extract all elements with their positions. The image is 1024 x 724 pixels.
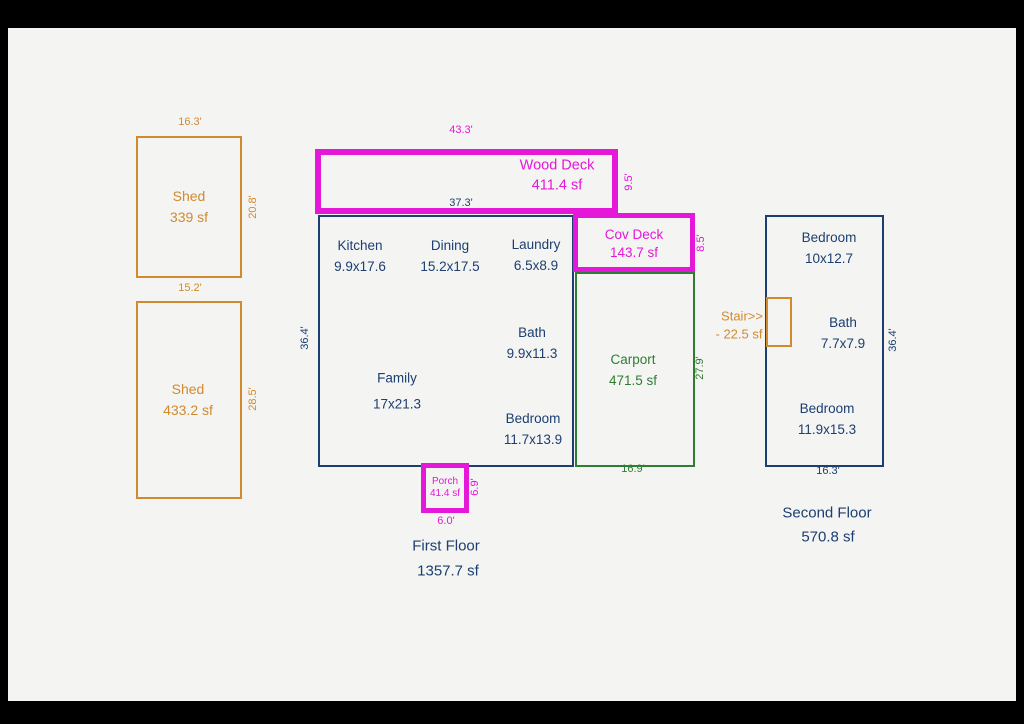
shed-1-side-dim: 20.8' — [247, 195, 259, 219]
room-bedroom-1f: Bedroom 11.7x13.9 — [504, 409, 562, 451]
room-bath-1f: Bath 9.9x11.3 — [507, 323, 558, 365]
porch-side-dim: 6.9' — [469, 478, 481, 496]
wood-deck-name: Wood Deck — [519, 157, 595, 174]
first-floor-title: First Floor — [412, 537, 480, 555]
cov-deck-area: 143.7 sf — [609, 245, 659, 260]
shed-2-area: 433.2 sf — [163, 402, 213, 418]
shed-1-area: 339 sf — [169, 209, 209, 225]
first-floor-area: 1357.7 sf — [417, 562, 479, 580]
room-family: Family 17x21.3 — [373, 365, 421, 416]
porch-bottom-dim: 6.0' — [437, 515, 455, 527]
shed-1-top-dim: 16.3' — [178, 116, 202, 128]
shed-2-outline — [136, 301, 242, 499]
cov-deck-side-dim: 8.5' — [695, 234, 707, 252]
plan-canvas — [8, 28, 1016, 701]
room-family-name: Family — [377, 370, 417, 386]
room-dining-name: Dining — [430, 238, 470, 254]
shed-1-label: Shed 339 sf — [170, 186, 208, 228]
porch-name: Porch — [431, 476, 459, 487]
cov-deck-outline — [573, 213, 695, 272]
room-bath-2f-name: Bath — [829, 315, 857, 331]
room-laundry-name: Laundry — [511, 237, 561, 253]
stair-outline — [766, 297, 792, 347]
carport-name: Carport — [610, 352, 656, 368]
second-floor-title: Second Floor — [782, 504, 872, 522]
first-floor-top-dim: 37.3' — [449, 197, 473, 209]
carport-label: Carport 471.5 sf — [609, 350, 657, 392]
room-bedroom-2f-1: Bedroom 10x12.7 — [802, 228, 857, 270]
stair-area: - 22.5 sf — [715, 326, 763, 342]
room-kitchen: Kitchen 9.9x17.6 — [334, 236, 386, 278]
room-laundry: Laundry 6.5x8.9 — [512, 235, 561, 277]
wood-deck-area: 411.4 sf — [531, 177, 583, 193]
shed-2-name: Shed — [171, 381, 205, 397]
second-floor-bottom-dim: 16.3' — [816, 465, 840, 477]
cov-deck-name: Cov Deck — [604, 226, 664, 242]
second-floor-area: 570.8 sf — [801, 528, 855, 546]
shed-2-top-dim: 15.2' — [178, 282, 202, 294]
room-bath-1f-name: Bath — [518, 325, 546, 341]
room-bedroom-2f-1-size: 10x12.7 — [804, 251, 854, 266]
wood-deck-top-dim: 43.3' — [449, 124, 473, 136]
carport-side-dim: 27.9' — [694, 356, 706, 380]
stair-label: Stair>> — [721, 308, 763, 324]
carport-area: 471.5 sf — [608, 373, 658, 388]
room-bedroom-1f-size: 11.7x13.9 — [503, 432, 563, 447]
room-bedroom-2f-2-name: Bedroom — [799, 401, 855, 417]
room-bath-2f-size: 7.7x7.9 — [820, 336, 866, 351]
first-floor-side-dim: 36.4' — [299, 326, 311, 350]
porch-label: Porch 41.4 sf — [430, 476, 460, 500]
shed-2-side-dim: 28.5' — [247, 387, 259, 411]
room-dining: Dining 15.2x17.5 — [420, 236, 479, 278]
room-dining-size: 15.2x17.5 — [420, 259, 480, 274]
wood-deck-label: Wood Deck 411.4 sf — [520, 156, 595, 195]
shed-1-name: Shed — [172, 188, 206, 204]
carport-outline — [575, 272, 695, 467]
room-kitchen-size: 9.9x17.6 — [334, 259, 386, 274]
shed-2-label: Shed 433.2 sf — [163, 379, 213, 421]
room-bedroom-2f-1-name: Bedroom — [801, 230, 857, 246]
second-floor-side-dim: 36.4' — [887, 328, 899, 352]
room-bedroom-2f-2-size: 11.9x15.3 — [797, 422, 857, 437]
porch-outline — [421, 463, 469, 513]
room-bedroom-2f-2: Bedroom 11.9x15.3 — [798, 399, 856, 441]
room-bath-1f-size: 9.9x11.3 — [506, 346, 558, 361]
cov-deck-label: Cov Deck 143.7 sf — [605, 226, 664, 262]
room-family-size: 17x21.3 — [372, 396, 422, 411]
room-kitchen-name: Kitchen — [337, 238, 383, 254]
porch-area: 41.4 sf — [429, 488, 461, 499]
room-bedroom-1f-name: Bedroom — [505, 411, 561, 427]
room-laundry-size: 6.5x8.9 — [513, 258, 559, 273]
wood-deck-side-dim: 9.5' — [623, 173, 635, 191]
room-bath-2f: Bath 7.7x7.9 — [821, 313, 865, 355]
carport-bottom-dim: 16.9' — [621, 463, 645, 475]
wood-deck-outline — [315, 149, 618, 214]
shed-1-outline — [136, 136, 242, 278]
